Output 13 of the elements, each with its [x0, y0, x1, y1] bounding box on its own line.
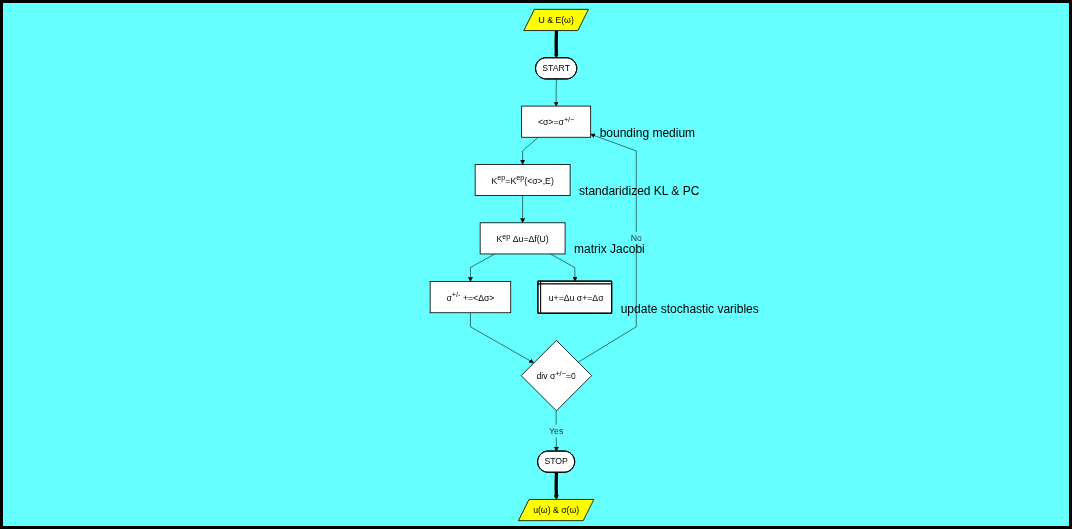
node-note: matrix Jacobi: [574, 242, 645, 257]
node-note: update stochastic varibles: [620, 301, 759, 316]
node-diamond: div σ$^{+/−}$=0: [520, 339, 593, 411]
node-box: <σ>=σ$^{+/−}$: [521, 105, 592, 138]
arrow: [553, 472, 559, 500]
arrow: [553, 30, 559, 58]
node-box: σ$^{+/-}$ +=<Δσ>: [429, 280, 512, 313]
edge-label: Yes: [549, 425, 564, 435]
node-note: standaridized KL & PC: [579, 184, 700, 199]
node-box: K$^{ep}$ Δu=Δf(U): [479, 221, 566, 254]
node-note: bounding medium: [599, 125, 696, 140]
edge-label: No: [630, 232, 642, 243]
node-box: K$^{ep}$=K$^{ep}$(<σ>,E): [474, 163, 571, 196]
